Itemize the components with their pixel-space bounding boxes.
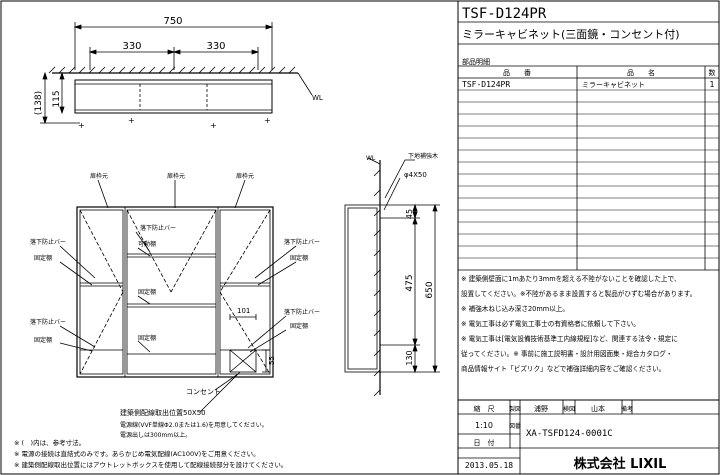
title-block-text: TSF-D124PR ミラーキャビネット(三面鏡・コンセント付) 部品明細 品 …: [461, 6, 716, 472]
label-door-left: 扉枠元: [90, 172, 108, 180]
wiring-note-1: 電源線(VVF単線Φ2.0または1.6)を用意してください。: [120, 421, 268, 429]
label-hole: φ4X50: [404, 171, 427, 179]
checked-label: 検図: [563, 405, 575, 413]
parts-col-number: 品 番: [503, 69, 531, 77]
wiring-note-2: 電源出しは300mm以上。: [120, 431, 191, 439]
scale-label: 縮 尺: [474, 404, 495, 413]
label-door-center: 扉枠元: [167, 172, 185, 180]
svg-text:+: +: [210, 121, 217, 130]
label-wiring-position: 建築側配線取出位置50X50: [120, 408, 206, 417]
model-number: TSF-D124PR: [462, 6, 547, 22]
footnote-1: ※ ( )内は、参考寸法。: [14, 438, 85, 447]
dim-130: 130: [405, 350, 414, 365]
notes-block: ※ 建築側壁面に1mあたり3mmを超える不陸がないことを確認した上で、 設置して…: [461, 274, 696, 373]
label-reinforcement: 下地補強木: [408, 152, 438, 160]
label-fixed-shelf-left: 固定棚: [34, 254, 52, 262]
label-door-right: 扉枠元: [236, 172, 254, 180]
parts-row-number: TSF-D124PR: [462, 80, 510, 89]
label-fall-bar-right2: 落下防止バー: [284, 308, 320, 316]
label-fall-bar-right: 落下防止バー: [284, 238, 320, 246]
svg-text:+: +: [128, 116, 135, 125]
top-view: [40, 22, 313, 125]
note-line-4: ※ 電気工事は必ず電気工事士の有資格者に依頼して下さい。: [461, 319, 640, 328]
label-fall-bar-left2: 落下防止バー: [30, 318, 66, 326]
footnotes: ※ ( )内は、参考寸法。 ※ 電源の接続は直結式のみです。あらかじめ電気配線(…: [14, 438, 287, 469]
title-block: [457, 1, 719, 474]
dim-depth-outer: (138): [34, 91, 44, 115]
front-view-labels: 扉枠元 扉枠元 扉枠元 落下防止バー 固定棚 落下防止バー 可動棚 固定棚 落下…: [30, 172, 320, 439]
dim-55: 55: [268, 356, 276, 365]
date-label: 日 付: [474, 438, 495, 447]
label-fixed-shelf-right2: 固定棚: [290, 322, 308, 330]
parts-row-qty: 1: [709, 80, 714, 89]
side-wl-label: WL: [366, 155, 376, 162]
parts-col-qty: 数: [709, 68, 716, 77]
label-fall-bar-center: 落下防止バー: [140, 224, 176, 232]
label-movable-shelf: 可動棚: [138, 240, 156, 248]
note-line-1: ※ 建築側壁面に1mあたり3mmを超える不陸がないことを確認した上で、: [461, 274, 680, 283]
footnote-2: ※ 電源の接続は直結式のみです。あらかじめ電気配線(AC100V)をご用意くださ…: [14, 449, 260, 458]
note-line-5: ※ 電気工事は[電気設備技術基準工内線規程]など、関連する法令・規定に: [461, 334, 678, 343]
dim-45: 45: [405, 209, 414, 219]
dim-depth-inner: 115: [52, 90, 62, 107]
svg-text:+: +: [264, 116, 271, 125]
top-wl-label: WL: [312, 94, 323, 102]
label-outlet: コンセント: [186, 388, 221, 396]
label-fixed-shelf-center2: 固定棚: [138, 334, 156, 342]
label-fall-bar-left: 落下防止バー: [30, 238, 66, 246]
dim-101: 101: [237, 307, 250, 315]
label-fixed-shelf-center: 固定棚: [138, 288, 156, 296]
scale-value: 1:10: [475, 421, 493, 430]
side-view-labels: WL 下地補強木 φ4X50 45 475 650 130: [366, 152, 438, 366]
front-view: [59, 179, 297, 413]
drawing-number: XA-TSFD124-0001C: [526, 429, 613, 439]
note-line-3: ※ 補強木ねじ込み深さ20mm以上。: [461, 304, 569, 313]
svg-text:+: +: [78, 121, 85, 130]
label-fixed-shelf-right: 固定棚: [290, 254, 308, 262]
note-line-7: 商品情報サイト「ビズリク」などで補強詳細内容をご確認ください。: [461, 364, 665, 373]
product-description: ミラーキャビネット(三面鏡・コンセント付): [462, 27, 680, 41]
dim-total-width: 750: [163, 16, 182, 27]
company-logo-text: 株式会社 LIXIL: [574, 456, 667, 472]
note-line-2: 設置してください。※不陸があるまま設置すると製品がひずむ場合があります。: [461, 289, 696, 298]
dim-right-width: 330: [206, 41, 225, 52]
side-view: [344, 157, 440, 397]
dim-left-width: 330: [122, 41, 141, 52]
dim-650: 650: [425, 281, 435, 298]
parts-row-name: ミラーキャビネット: [582, 80, 645, 89]
checked-value: 山本: [591, 404, 605, 413]
date-value: 2013.05.18: [465, 461, 513, 470]
drawn-label: 製図: [509, 405, 521, 413]
parts-header: 部品明細: [462, 57, 490, 66]
parts-col-name: 品 名: [627, 68, 655, 77]
footnote-3: ※ 建築側配線取出位置にはアウトレットボックスを使用して配線接続部分を設けてくだ…: [14, 460, 287, 469]
drawn-value: 浦野: [534, 404, 548, 413]
number-label: 図番: [509, 423, 521, 430]
dim-475: 475: [405, 274, 415, 291]
note-line-6: 従ってください。※ 事前に施工説明書・設計用図面集・総合カタログ・: [461, 349, 673, 358]
top-plus-marks: + + + +: [78, 116, 271, 130]
label-fixed-shelf-left2: 固定棚: [34, 336, 52, 344]
remarks-label: 備考: [621, 405, 633, 413]
